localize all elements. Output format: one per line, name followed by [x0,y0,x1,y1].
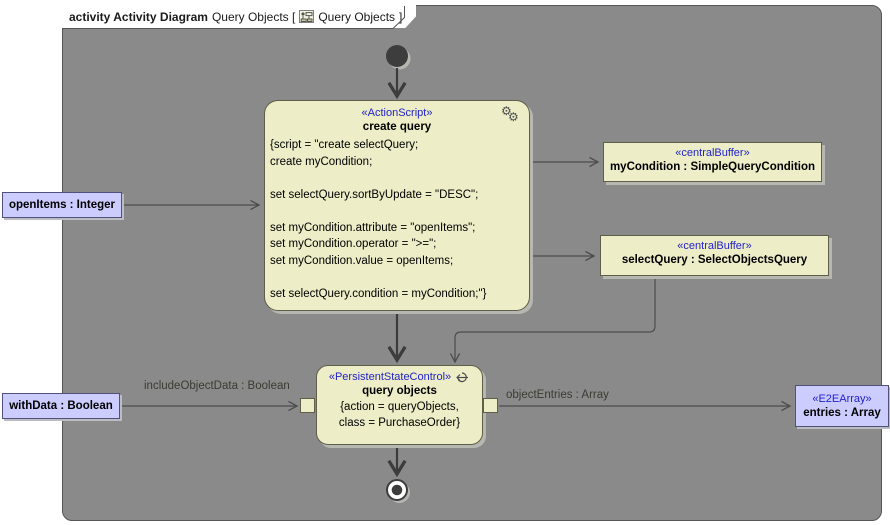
script-line [270,170,525,187]
buffer-selectquery[interactable]: «centralBuffer» selectQuery : SelectObje… [600,235,829,276]
query-objects-body-1: {action = queryObjects, [340,401,459,413]
query-objects-stereotype: «PersistentStateControl» [328,371,452,383]
query-objects-output-pin[interactable] [483,398,498,413]
entries-stereotype: «E2EArray» [812,392,872,405]
param-openitems[interactable]: openItems : Integer [2,192,122,218]
action-create-query[interactable]: ⚙⚙ «ActionScript» create query {script =… [264,100,530,311]
buffer-mycondition[interactable]: «centralBuffer» myCondition : SimpleQuer… [603,142,822,182]
edge-label-objectentries[interactable]: objectEntries : Array [506,389,609,401]
script-line: set myCondition.attribute = "openItems"; [270,221,476,234]
withdata-name: withData : Boolean [9,399,113,412]
param-withdata[interactable]: withData : Boolean [2,393,120,419]
frame-title-keyword: activity Activity Diagram [69,9,208,24]
create-query-name: create query [362,121,432,133]
script-line: set myCondition.operator = ">="; [270,238,437,250]
script-line: set selectQuery.condition = myCondition;… [270,287,487,300]
mycondition-stereotype: «centralBuffer» [675,147,750,159]
frame-title-name: Query Objects [ [211,9,296,24]
script-line: set selectQuery.sortByUpdate = "DESC"; [270,188,479,201]
selectquery-stereotype: «centralBuffer» [677,240,752,252]
action-query-objects[interactable]: «PersistentStateControl» query objects {… [316,365,483,445]
frame-title-close-bracket: ] [399,9,403,24]
script-line: create myCondition; [270,155,373,168]
script-line: {script = "create selectQuery; [270,139,419,151]
edge-label-includeobjectdata[interactable]: includeObjectData : Boolean [144,380,290,392]
activity-diagram-icon [299,10,314,23]
query-objects-body-2: class = PurchaseOrder} [338,417,461,429]
script-line: set myCondition.value = openItems; [270,254,454,267]
action-script-gears-icon: ⚙⚙ [501,104,519,124]
query-objects-input-pin[interactable] [300,398,315,413]
mycondition-name: myCondition : SimpleQueryCondition [609,161,816,173]
frame-title-ref: Query Objects [318,9,396,24]
state-control-icon [454,371,470,384]
param-entries[interactable]: «E2EArray» entries : Array [795,385,889,427]
script-line [270,203,525,220]
create-query-script: {script = "create selectQuery; create my… [265,135,529,302]
selectquery-name: selectQuery : SelectObjectsQuery [621,254,808,266]
frame-title-tab[interactable]: activity Activity Diagram Query Objects … [62,5,416,28]
script-line [270,269,525,286]
create-query-stereotype: «ActionScript» [361,107,433,119]
query-objects-name: query objects [362,385,437,397]
initial-node[interactable] [386,45,408,67]
openitems-name: openItems : Integer [8,198,116,211]
final-node[interactable] [386,479,408,501]
entries-name: entries : Array [803,406,881,419]
